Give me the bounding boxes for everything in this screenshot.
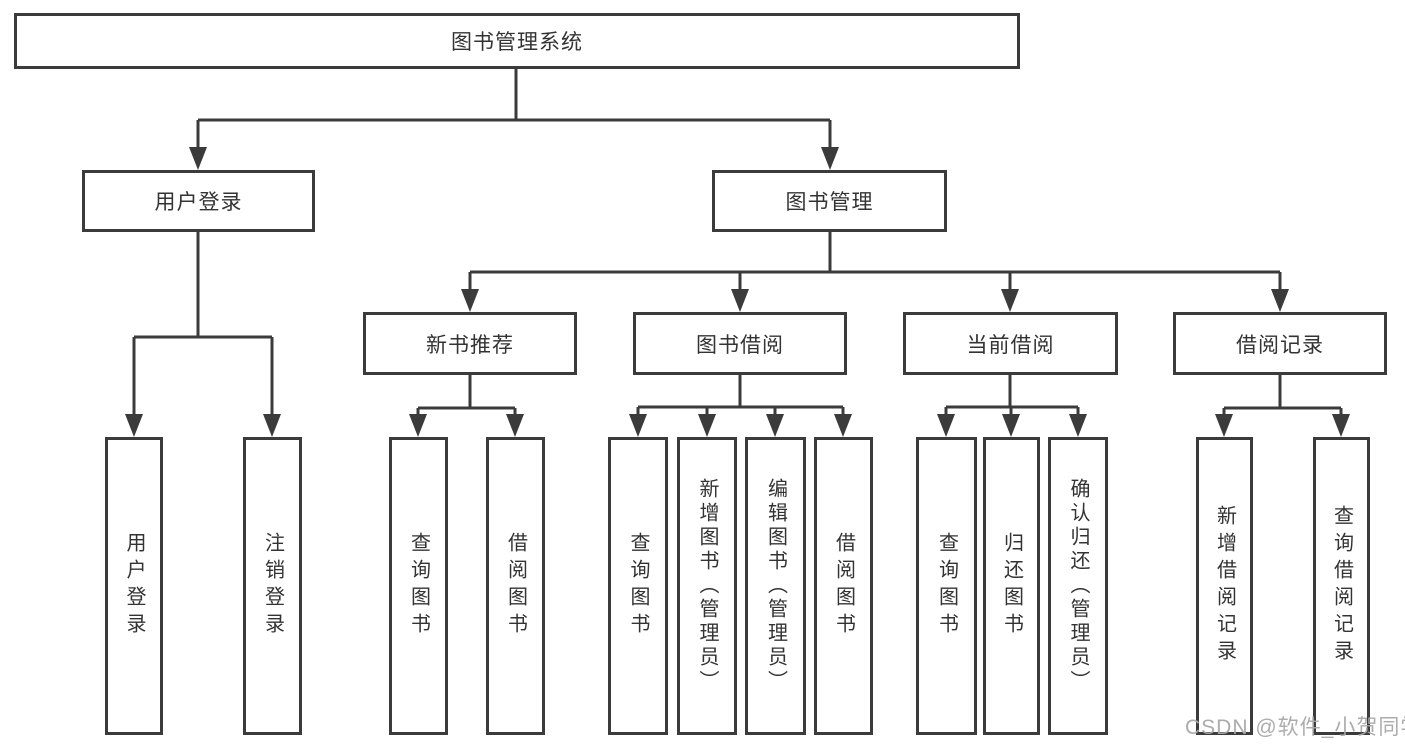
leaf-current-return-books: 归还图书 bbox=[983, 437, 1040, 735]
leaf-current-confirm-return-admin: 确认归还（管理员） bbox=[1048, 437, 1108, 735]
leaf-user-login: 用户登录 bbox=[105, 437, 163, 735]
leaf-borrow-query-books: 查询图书 bbox=[608, 437, 668, 735]
leaf-records-query-borrow-record: 查询借阅记录 bbox=[1313, 437, 1370, 735]
leaf-borrow-borrow-books: 借阅图书 bbox=[814, 437, 873, 735]
node-root: 图书管理系统 bbox=[14, 13, 1020, 69]
node-book-borrow: 图书借阅 bbox=[633, 312, 847, 375]
leaf-logout-login: 注销登录 bbox=[243, 437, 302, 735]
node-current-borrow: 当前借阅 bbox=[903, 312, 1118, 375]
leaf-borrow-edit-books-admin: 编辑图书（管理员） bbox=[745, 437, 806, 735]
node-new-book-recommend: 新书推荐 bbox=[363, 312, 577, 375]
leaf-borrow-add-books-admin: 新增图书（管理员） bbox=[677, 437, 737, 735]
leaf-newrec-query-books: 查询图书 bbox=[389, 437, 448, 735]
leaf-current-query-books: 查询图书 bbox=[916, 437, 977, 735]
leaf-records-add-borrow-record: 新增借阅记录 bbox=[1196, 437, 1253, 735]
node-user-login: 用户登录 bbox=[82, 170, 315, 232]
node-book-management: 图书管理 bbox=[712, 170, 947, 232]
leaf-newrec-borrow-books: 借阅图书 bbox=[486, 437, 545, 735]
csdn-watermark: CSDN @软件_小贺同学 bbox=[1185, 716, 1405, 739]
node-borrow-records: 借阅记录 bbox=[1173, 312, 1387, 375]
